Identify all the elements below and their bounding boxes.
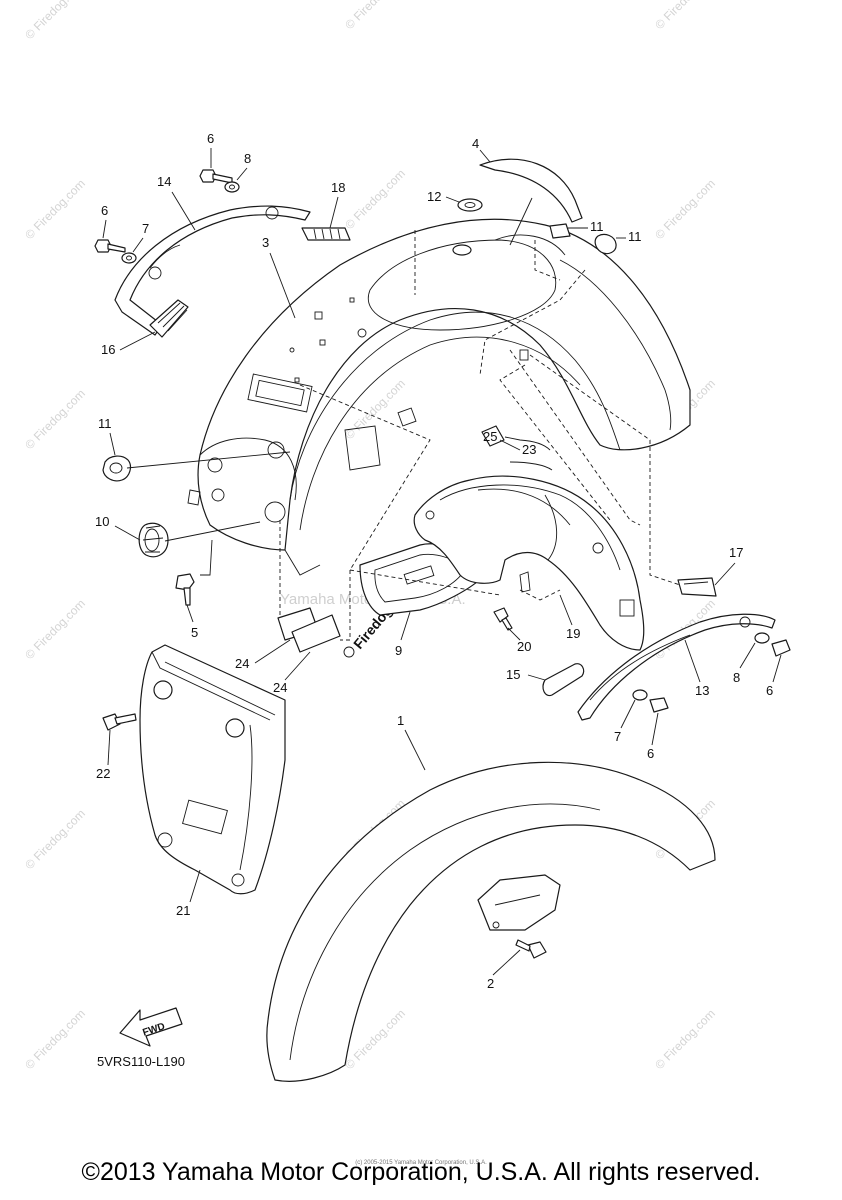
callout-23: 23: [522, 442, 536, 457]
callout-8: 8: [244, 151, 251, 166]
callout-21: 21: [176, 903, 190, 918]
part-23: [481, 425, 505, 447]
watermark: © Firedog.com: [22, 0, 88, 42]
callout-8: 8: [733, 670, 740, 685]
watermark: © Firedog.com: [652, 1006, 718, 1072]
reflector-24: [277, 607, 341, 653]
part-15: [542, 663, 585, 697]
part-4: [479, 149, 583, 223]
bolt-5: [175, 573, 195, 606]
fine-print: (c) 2005-2015 Yamaha Motor Corporation, …: [355, 1160, 487, 1166]
cover-21: [139, 644, 286, 895]
bolt-22: [102, 713, 137, 731]
callout-11: 11: [98, 416, 112, 431]
fasteners-right: [632, 632, 791, 713]
callout-20: 20: [517, 639, 531, 654]
callout-4: 4: [472, 136, 479, 151]
callout-15: 15: [506, 667, 520, 682]
rail-14: [114, 205, 311, 338]
rail-13: [577, 613, 776, 721]
callout-6: 6: [766, 683, 773, 698]
callouts: 4 12 11 11 11 6 8 6 7 14 18 16 3 10 5 23…: [95, 131, 782, 991]
callout-7: 7: [614, 729, 621, 744]
callout-18: 18: [331, 180, 345, 195]
callout-14: 14: [157, 174, 171, 189]
callout-5: 5: [191, 625, 198, 640]
watermark: © Firedog.com: [22, 806, 88, 872]
callout-11: 11: [628, 229, 642, 244]
watermark: © Firedog.com: [22, 176, 88, 242]
watermark: © Firedog.com: [342, 166, 408, 232]
callout-25: 25: [483, 429, 497, 444]
bolt-20: [493, 607, 513, 631]
callout-2: 2: [487, 976, 494, 991]
callout-6: 6: [207, 131, 214, 146]
callout-17: 17: [729, 545, 743, 560]
watermark: © Firedog.com: [652, 0, 718, 32]
callout-12: 12: [427, 189, 441, 204]
callout-22: 22: [96, 766, 110, 781]
callout-3: 3: [262, 235, 269, 250]
callout-16: 16: [101, 342, 115, 357]
part-17: [677, 577, 717, 597]
bolt-2: [515, 939, 547, 959]
callout-24: 24: [273, 680, 287, 695]
callout-24: 24: [235, 656, 249, 671]
part-10: [138, 522, 169, 558]
callout-11: 11: [590, 219, 604, 234]
callout-9: 9: [395, 643, 402, 658]
callout-10: 10: [95, 514, 109, 529]
grommet-11: [102, 223, 617, 482]
assembly-lines: [126, 230, 681, 641]
inner-fender-19: [413, 461, 645, 651]
diagram-code: 5VRS110-L190: [97, 1054, 185, 1069]
fwd-arrow-icon: FWD: [119, 1007, 183, 1047]
part-12: [445, 196, 483, 256]
part-18: [301, 227, 351, 241]
fasteners-top-left: [94, 169, 240, 264]
callout-6: 6: [101, 203, 108, 218]
callout-6: 6: [647, 746, 654, 761]
watermark: © Firedog.com: [22, 1006, 88, 1072]
watermark: © Firedog.com: [342, 376, 408, 442]
rear-fender-3: [187, 218, 691, 576]
callout-19: 19: [566, 626, 580, 641]
copyright-notice: ©2013 Yamaha Motor Corporation, U.S.A. A…: [81, 1158, 761, 1186]
watermark: © Firedog.com: [652, 176, 718, 242]
watermark: © Firedog.com: [22, 386, 88, 452]
callout-1: 1: [397, 713, 404, 728]
watermark: © Firedog.com: [22, 596, 88, 662]
front-fender-1: [266, 761, 716, 1082]
watermark-logo-ring: [343, 646, 355, 658]
callout-13: 13: [695, 683, 709, 698]
callout-7: 7: [142, 221, 149, 236]
watermark: © Firedog.com: [342, 0, 408, 32]
